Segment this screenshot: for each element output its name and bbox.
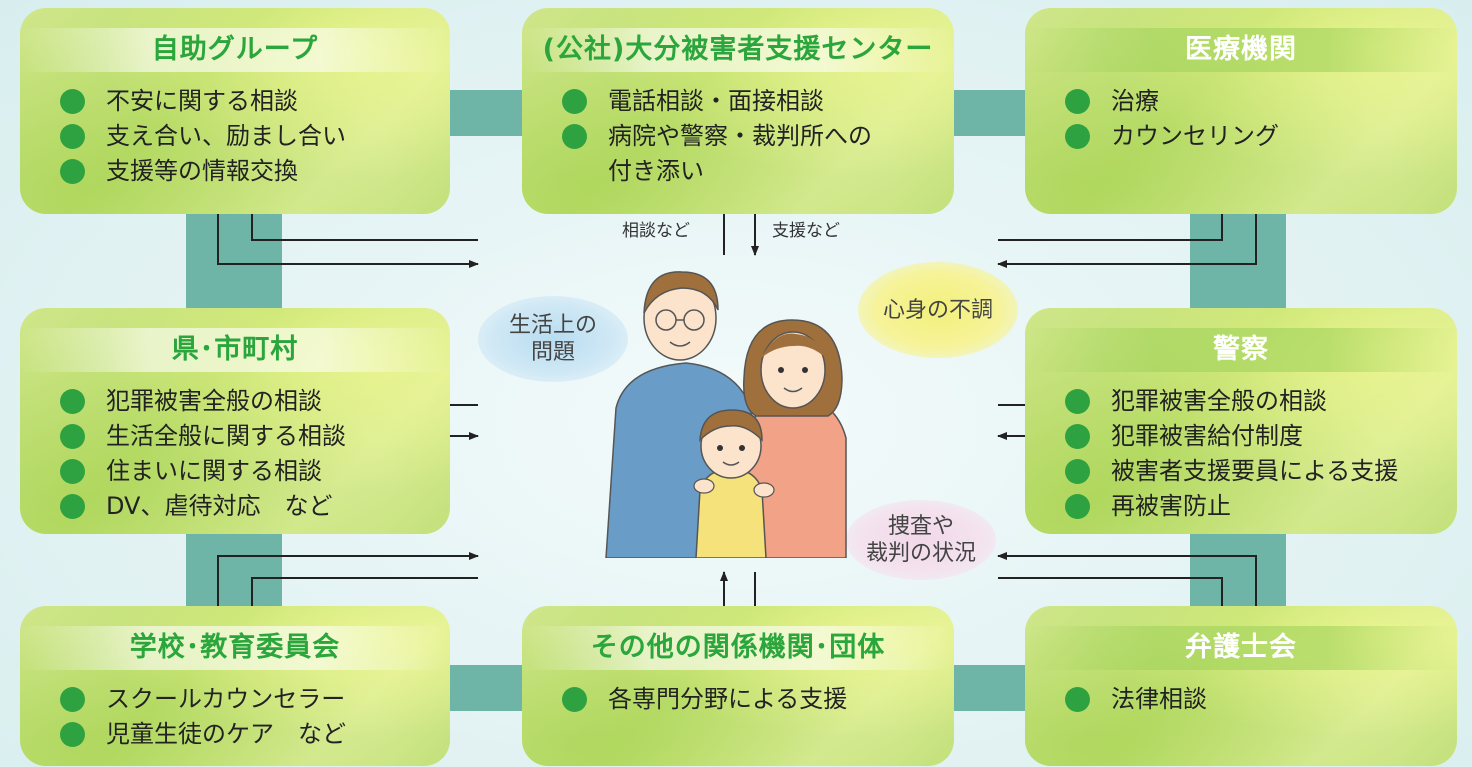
green-dot-icon [1065, 687, 1090, 712]
list-item: スクールカウンセラー [60, 682, 440, 717]
list-item: 生活全般に関する相談 [60, 419, 440, 454]
list-item: 犯罪被害給付制度 [1065, 419, 1447, 454]
list-item: 児童生徒のケア など [60, 717, 440, 752]
list-item: 被害者支援要員による支援 [1065, 454, 1447, 489]
item-list: 犯罪被害全般の相談 犯罪被害給付制度 被害者支援要員による支援 再被害防止 [1065, 384, 1447, 524]
box-self-help-group: 自助グループ 不安に関する相談 支え合い、励まし合い 支援等の情報交換 [20, 8, 450, 214]
list-item: 住まいに関する相談 [60, 454, 440, 489]
green-dot-icon [60, 424, 85, 449]
item-list: 犯罪被害全般の相談 生活全般に関する相談 住まいに関する相談 DV、虐待対応 な… [60, 384, 440, 524]
green-dot-icon [60, 124, 85, 149]
green-dot-icon [1065, 424, 1090, 449]
box-title: (公社)大分被害者支援センター [522, 28, 954, 72]
box-title: 自助グループ [20, 28, 450, 72]
green-dot-icon [60, 722, 85, 747]
bubble-investigation-line1: 捜査や [887, 514, 954, 539]
list-item-continuation: 付き添い [608, 157, 704, 185]
box-title: その他の関係機関･団体 [522, 626, 954, 670]
connector-top-left [445, 90, 525, 136]
bubble-investigation: 捜査や裁判の状況 [846, 500, 996, 580]
list-item: 支援等の情報交換 [60, 154, 440, 189]
list-item: 法律相談 [1065, 682, 1447, 717]
list-item: 犯罪被害全般の相談 [60, 384, 440, 419]
green-dot-icon [60, 89, 85, 114]
box-medical-institutions: 医療機関 治療 カウンセリング [1025, 8, 1457, 214]
connector-left-lower [186, 532, 282, 612]
box-support-center: (公社)大分被害者支援センター 電話相談・面接相談 病院や警察・裁判所への 付き… [522, 8, 954, 214]
box-other-organizations: その他の関係機関･団体 各専門分野による支援 [522, 606, 954, 766]
box-police: 警察 犯罪被害全般の相談 犯罪被害給付制度 被害者支援要員による支援 再被害防止 [1025, 308, 1457, 534]
list-item: 不安に関する相談 [60, 84, 440, 119]
item-list: 法律相談 [1065, 682, 1447, 717]
green-dot-icon [60, 159, 85, 184]
bubble-mind-body: 心身の不調 [858, 262, 1018, 358]
list-item: 治療 [1065, 84, 1447, 119]
green-dot-icon [562, 89, 587, 114]
item-list: 不安に関する相談 支え合い、励まし合い 支援等の情報交換 [60, 84, 440, 189]
item-list: 電話相談・面接相談 病院や警察・裁判所への 付き添い [562, 84, 944, 189]
list-item: 犯罪被害全般の相談 [1065, 384, 1447, 419]
item-list: 治療 カウンセリング [1065, 84, 1447, 154]
box-title: 医療機関 [1025, 28, 1457, 72]
box-school-board: 学校･教育委員会 スクールカウンセラー 児童生徒のケア など [20, 606, 450, 766]
bubble-life-problems: 生活上の問題 [478, 296, 628, 382]
green-dot-icon [1065, 124, 1090, 149]
box-title: 学校･教育委員会 [20, 626, 450, 670]
box-prefecture-municipalities: 県･市町村 犯罪被害全般の相談 生活全般に関する相談 住まいに関する相談 DV、… [20, 308, 450, 534]
green-dot-icon [60, 494, 85, 519]
list-item: カウンセリング [1065, 119, 1447, 154]
green-dot-icon [60, 459, 85, 484]
green-dot-icon [562, 687, 587, 712]
green-dot-icon [1065, 459, 1090, 484]
bubble-investigation-line2: 裁判の状況 [865, 541, 976, 566]
list-item: 各専門分野による支援 [562, 682, 944, 717]
bubble-life-line2: 問題 [530, 340, 575, 365]
box-title: 県･市町村 [20, 328, 450, 372]
bubble-mind-text: 心身の不調 [882, 297, 993, 323]
list-item: 電話相談・面接相談 [562, 84, 944, 119]
item-list: スクールカウンセラー 児童生徒のケア など [60, 682, 440, 752]
connector-bottom-left [445, 665, 525, 711]
bubble-life-line1: 生活上の [508, 313, 597, 338]
box-title: 弁護士会 [1025, 626, 1457, 670]
green-dot-icon [60, 687, 85, 712]
label-consult: 相談など [622, 221, 690, 241]
label-support: 支援など [772, 221, 840, 241]
green-dot-icon [60, 389, 85, 414]
box-title: 警察 [1025, 328, 1457, 372]
list-item: 再被害防止 [1065, 489, 1447, 524]
green-dot-icon [1065, 494, 1090, 519]
green-dot-icon [1065, 389, 1090, 414]
item-list: 各専門分野による支援 [562, 682, 944, 717]
list-item: 支え合い、励まし合い [60, 119, 440, 154]
family-illustration [605, 271, 847, 558]
green-dot-icon [1065, 89, 1090, 114]
connector-bottom-right [950, 665, 1030, 711]
list-item: 病院や警察・裁判所への [562, 119, 944, 154]
green-dot-icon [562, 124, 587, 149]
box-bar-association: 弁護士会 法律相談 [1025, 606, 1457, 766]
connector-right-lower [1190, 532, 1286, 612]
connector-top-right [950, 90, 1030, 136]
list-item: DV、虐待対応 など [60, 489, 440, 524]
